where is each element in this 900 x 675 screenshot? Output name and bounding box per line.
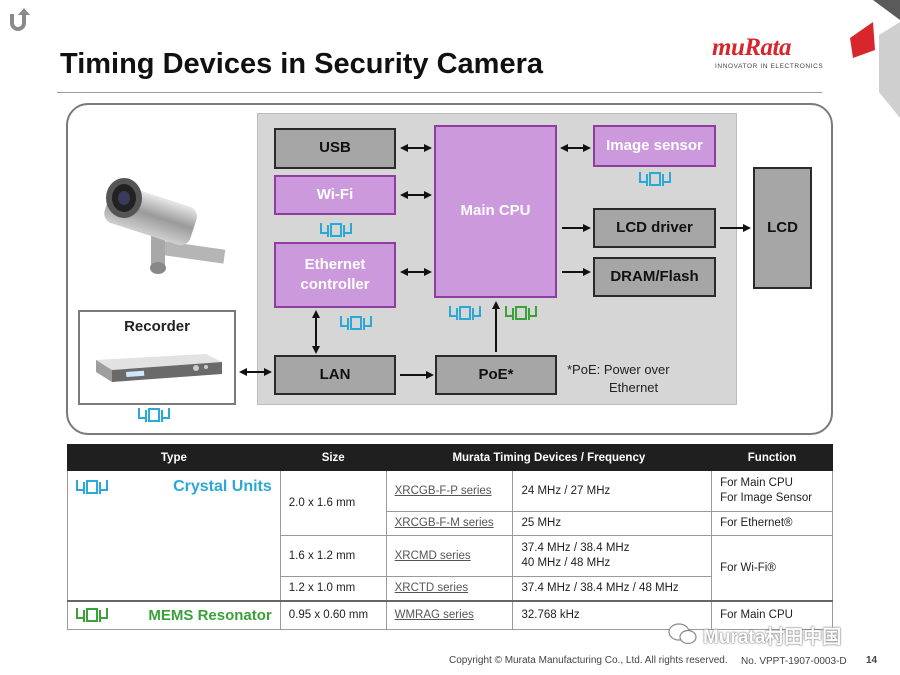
copyright-text: Copyright © Murata Manufacturing Co., Lt…: [449, 655, 728, 666]
series-link[interactable]: WMRAG series: [385, 599, 514, 630]
table-row: MEMS Resonator 0.95 x 0.60 mm WMRAG seri…: [67, 599, 833, 630]
image-sensor-block: Image sensor: [593, 125, 716, 167]
page-number: 14: [866, 655, 878, 666]
diagram-connectors: [239, 144, 751, 379]
lan-block: LAN: [274, 355, 396, 395]
series-link[interactable]: XRCGB-F-P series: [385, 469, 514, 513]
frequency-line: 37.4 MHz / 38.4 MHz: [521, 541, 630, 554]
usb-block: USB: [274, 128, 396, 169]
table-header-row: Type Size Murata Timing Devices / Freque…: [67, 444, 833, 471]
table-row: 1.6 x 1.2 mm XRCMD series 37.4 MHz / 38.…: [68, 534, 833, 602]
document-number: No. VPPT-1907-0003-D: [741, 656, 847, 667]
watermark-text: Murata村田中国: [703, 627, 842, 648]
function-line: For Image Sensor: [720, 492, 813, 505]
header-type: Type: [67, 444, 281, 471]
mems-icon: [76, 608, 108, 623]
frequency-cell: 25 MHz: [512, 511, 713, 536]
crystal-icon: [449, 306, 481, 320]
header-size: Size: [279, 444, 387, 471]
function-line: For Main CPU: [720, 476, 793, 489]
security-camera-illustration: [104, 178, 226, 274]
ethernet-label-line1: Ethernet: [304, 255, 366, 273]
mems-icon: [505, 306, 537, 320]
series-link[interactable]: XRCTD series: [385, 575, 514, 602]
function-cell: For Wi-Fi®: [711, 534, 833, 602]
series-link[interactable]: XRCGB-F-M series: [385, 511, 514, 536]
main-cpu-block: Main CPU: [434, 125, 557, 298]
crystal-icon: [138, 408, 170, 422]
size-cell: 1.2 x 1.0 mm: [279, 575, 387, 602]
corner-decoration-icon: [850, 0, 900, 118]
lcd-block: LCD: [753, 167, 812, 289]
size-cell: 2.0 x 1.6 mm: [279, 470, 387, 536]
table-row: XRCGB-F-M series 25 MHz For Ethernet®: [68, 511, 833, 536]
table-row: 1.2 x 1.0 mm XRCTD series 37.4 MHz / 38.…: [68, 575, 833, 602]
ethernet-controller-block: Ethernet controller: [274, 242, 396, 308]
frequency-cell: 24 MHz / 27 MHz: [512, 469, 713, 513]
back-arrow-icon[interactable]: [6, 6, 32, 32]
frequency-line: 40 MHz / 48 MHz: [521, 556, 611, 569]
function-cell: For Ethernet®: [711, 511, 833, 536]
frequency-cell: 37.4 MHz / 38.4 MHz 40 MHz / 48 MHz: [512, 534, 713, 577]
size-cell: 1.6 x 1.2 mm: [279, 534, 387, 577]
wechat-icon: [668, 623, 697, 645]
header-devices: Murata Timing Devices / Frequency: [385, 444, 713, 471]
wifi-block: Wi-Fi: [274, 175, 396, 215]
title-divider: [57, 92, 822, 93]
lcd-driver-block: LCD driver: [593, 208, 716, 248]
size-cell: 0.95 x 0.60 mm: [279, 599, 387, 630]
murata-logo: muRata: [712, 34, 791, 61]
recorder-label: Recorder: [124, 318, 190, 335]
mems-resonator-label: MEMS Resonator: [148, 606, 272, 624]
poe-block: PoE*: [435, 355, 557, 395]
function-cell: For Main CPU For Image Sensor: [711, 469, 833, 513]
crystal-icon: [76, 480, 108, 494]
table-row: Crystal Units 2.0 x 1.6 mm XRCGB-F-P ser…: [67, 469, 833, 602]
timing-devices-table: Type Size Murata Timing Devices / Freque…: [67, 444, 833, 630]
logo-tagline: INNOVATOR IN ELECTRONICS: [715, 63, 824, 70]
function-cell: For Main CPU: [711, 599, 833, 630]
crystal-type-cell: Crystal Units: [67, 469, 281, 602]
crystal-icon: [639, 172, 671, 186]
crystal-units-label: Crystal Units: [173, 478, 272, 495]
page-title: Timing Devices in Security Camera: [60, 48, 544, 80]
recorder-illustration: [96, 354, 222, 382]
dram-flash-block: DRAM/Flash: [593, 257, 716, 297]
series-link[interactable]: XRCMD series: [385, 534, 514, 577]
poe-note-line1: *PoE: Power over: [567, 362, 670, 377]
crystal-icon: [340, 316, 372, 330]
header-function: Function: [711, 444, 833, 471]
poe-note-line2: Ethernet: [609, 380, 659, 395]
frequency-cell: 37.4 MHz / 38.4 MHz / 48 MHz: [512, 575, 713, 602]
crystal-icon: [320, 223, 352, 237]
mems-type-cell: MEMS Resonator: [67, 599, 281, 630]
ethernet-label-line2: controller: [300, 276, 370, 293]
